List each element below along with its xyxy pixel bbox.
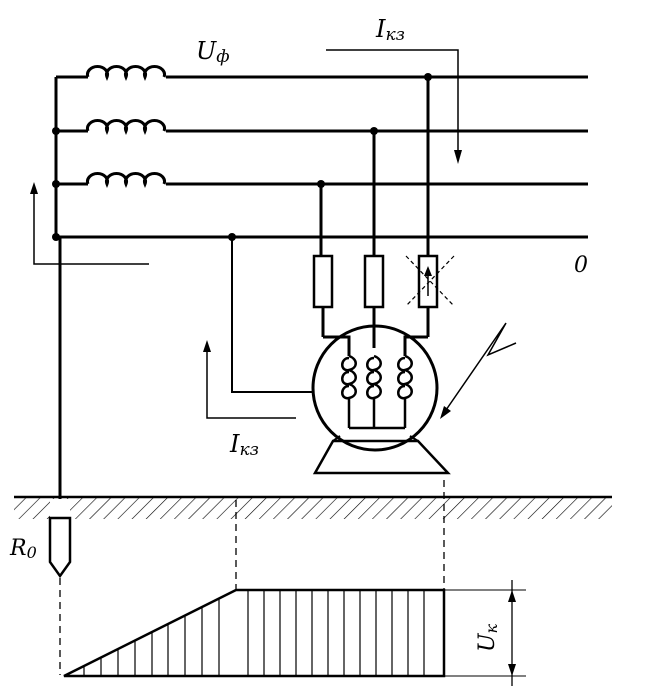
touch-voltage-label: Uк <box>475 623 501 652</box>
neutral-label: 0 <box>574 253 588 278</box>
motor-stator-winding-left <box>341 354 357 428</box>
ground-surface <box>14 495 612 519</box>
short-circuit-arrow-bottom <box>203 340 296 419</box>
protective-neutral-conductor <box>231 237 314 393</box>
motor-base <box>312 439 451 475</box>
fault-lightning-arrow <box>440 322 517 419</box>
potential-distribution <box>63 580 526 686</box>
fuse-right-blown <box>405 254 455 337</box>
short-circuit-arrow-top <box>326 49 462 164</box>
projection-lines <box>59 480 445 675</box>
winding-coil-2 <box>56 119 166 135</box>
winding-coil-3 <box>56 172 166 188</box>
short-circuit-current-label-bottom: Iкз <box>229 430 259 460</box>
fuse-feeders <box>319 77 430 256</box>
ground-electrode <box>48 516 72 579</box>
phase-voltage-label: Uф <box>196 37 230 67</box>
return-current-arrow <box>30 182 149 265</box>
ground-resistance-label: R0 <box>9 536 37 562</box>
motor <box>311 324 451 475</box>
fuse-middle <box>363 254 385 348</box>
motor-housing <box>311 324 439 452</box>
motor-stator-winding-right <box>397 354 413 428</box>
short-circuit-current-label-top: Iкз <box>375 15 405 45</box>
motor-stator-winding-middle <box>366 354 382 428</box>
winding-coil-1 <box>56 65 166 81</box>
transformer-windings <box>56 65 166 188</box>
fuse-left <box>312 254 334 337</box>
